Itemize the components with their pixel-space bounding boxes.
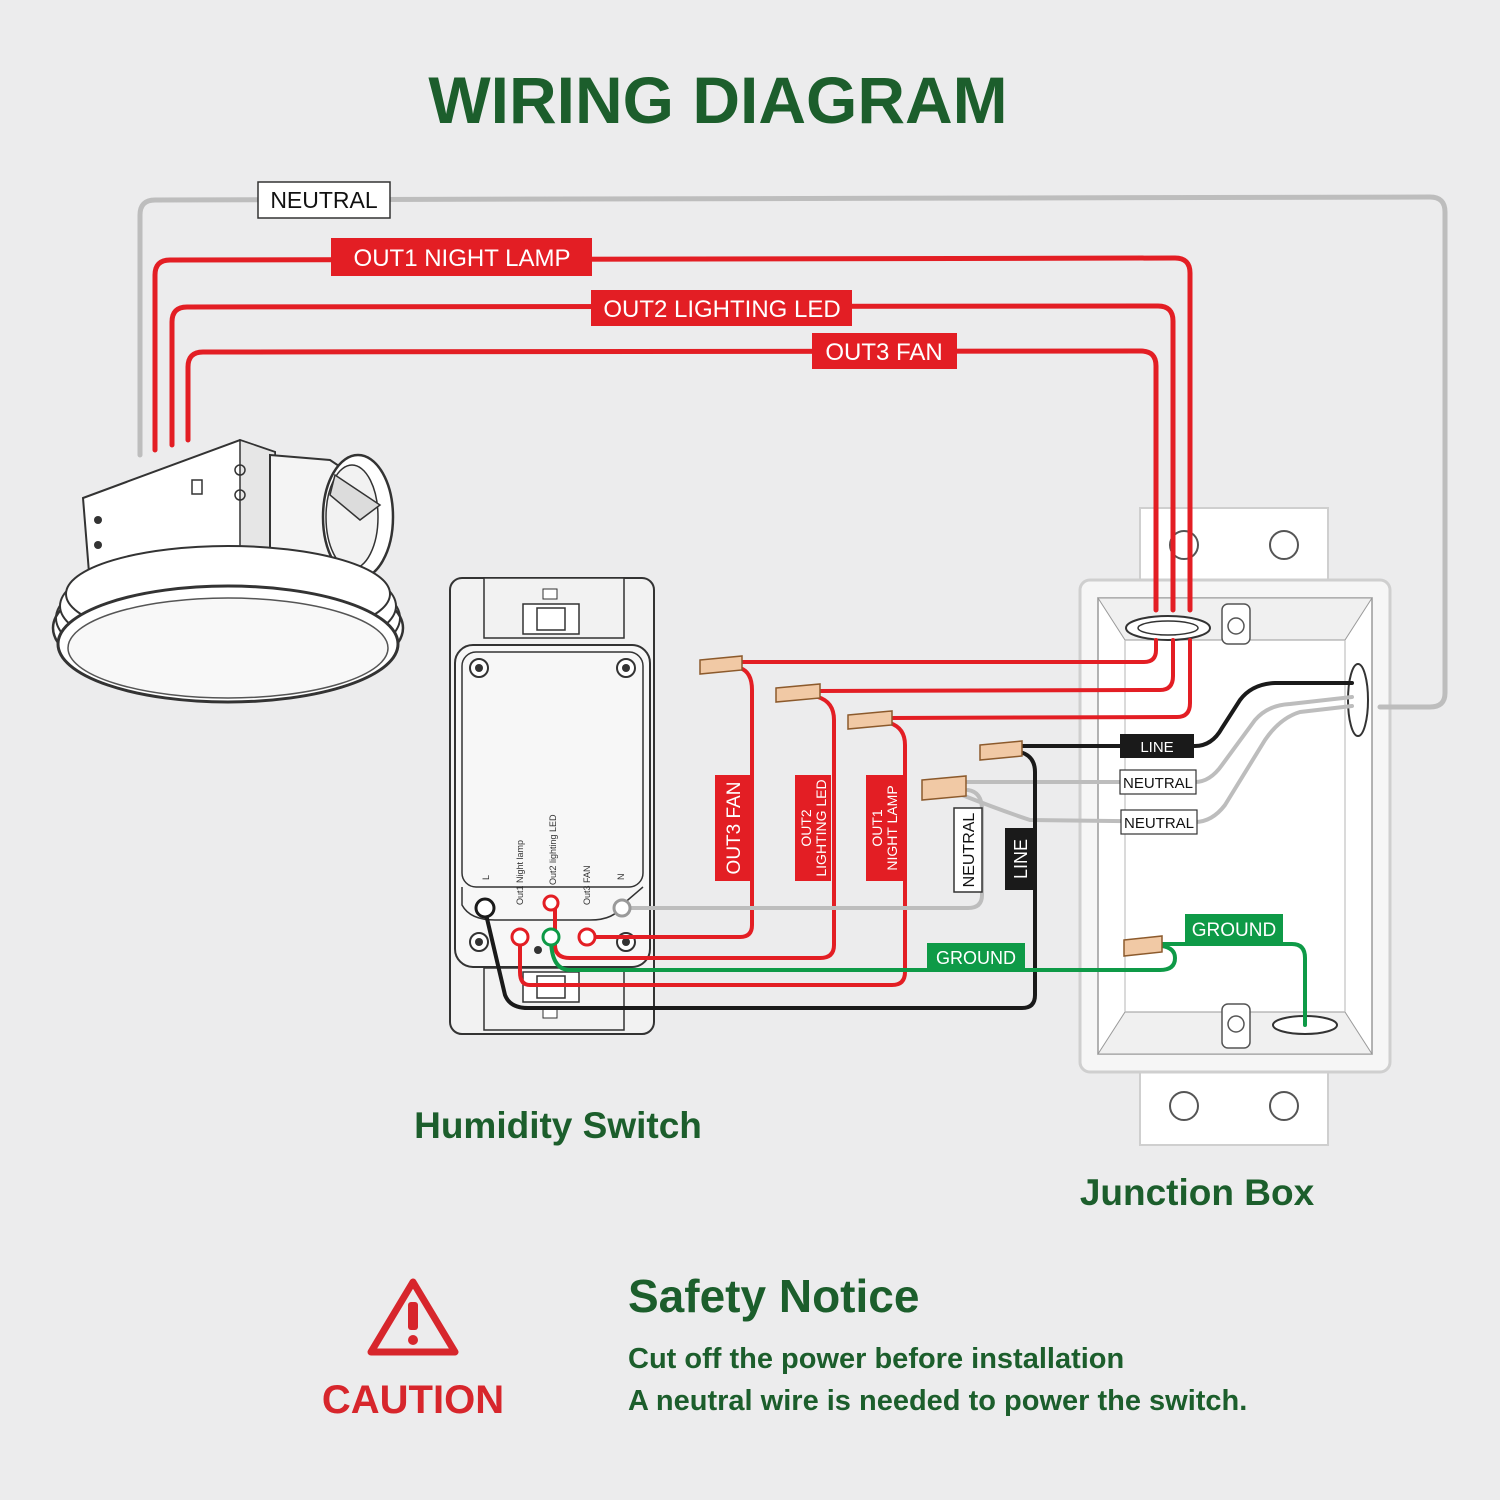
wires [137, 194, 1448, 1027]
out2-label-vertical: OUT2 LIGHTING LED [795, 775, 831, 881]
humidity-switch-device [449, 577, 655, 1035]
wire-nut-out3 [699, 655, 743, 675]
out3-label-top-text: OUT3 FAN [825, 339, 942, 366]
neutral-wire-box-2 [960, 704, 1354, 824]
line-label-vertical-text: LINE [1011, 839, 1031, 879]
terminal-l [474, 897, 496, 919]
wire-nut-ground [1123, 935, 1163, 957]
caution-warning-icon [367, 1278, 459, 1356]
out3-label-vertical: OUT3 FAN [715, 775, 751, 881]
terminal-caption-out3: Out3 FAN [582, 865, 592, 905]
line-label-box: LINE [1120, 734, 1194, 758]
neutral-wire-top [137, 194, 1448, 710]
wire-nuts [699, 655, 1163, 957]
neutral-label-vertical-text: NEUTRAL [961, 813, 978, 888]
neutral-label-box-2: NEUTRAL [1120, 809, 1198, 835]
neutral-label-top: NEUTRAL [257, 181, 391, 219]
humidity-switch-caption: Humidity Switch [414, 1105, 702, 1146]
neutral-label-vertical: NEUTRAL [953, 807, 983, 893]
out2-label-top: OUT2 LIGHTING LED [591, 290, 852, 326]
ground-label-box: GROUND [1185, 914, 1283, 944]
neutral-label-box-2-text: NEUTRAL [1124, 815, 1194, 832]
out1-label-vertical-line2: NIGHT LAMP [884, 785, 900, 870]
safety-notice-line-2: A neutral wire is needed to power the sw… [628, 1385, 1247, 1417]
out3-wire-box [738, 638, 1158, 664]
terminal-out3 [577, 927, 597, 947]
safety-notice-line-1: Cut off the power before installation [628, 1343, 1124, 1375]
terminal-captions: L Out1 Night lamp Out2 lighting LED Out3… [481, 814, 626, 905]
junction-box-caption: Junction Box [1080, 1172, 1315, 1213]
ground-wire-box [1158, 942, 1307, 1027]
out1-label-top-text: OUT1 NIGHT LAMP [354, 245, 571, 272]
neutral-wire-switch [620, 788, 984, 910]
ground-label-wire-text: GROUND [936, 948, 1016, 968]
terminal-ground [541, 927, 561, 947]
out3-label-vertical-text: OUT3 FAN [724, 782, 745, 875]
out1-wire-switch [518, 721, 907, 987]
out2-label-top-text: OUT2 LIGHTING LED [603, 296, 840, 323]
neutral-wire-box-1 [960, 695, 1354, 784]
ground-label-wire: GROUND [927, 943, 1025, 971]
neutral-label-box-1: NEUTRAL [1119, 769, 1197, 795]
line-label-box-text: LINE [1140, 739, 1173, 756]
wire-nut-neutral [921, 775, 967, 801]
out1-wire-top [152, 255, 1193, 613]
neutral-label-top-text: NEUTRAL [270, 187, 378, 213]
safety-notice-heading: Safety Notice [628, 1270, 919, 1322]
wire-nut-line [979, 740, 1023, 761]
neutral-label-box-1-text: NEUTRAL [1123, 775, 1193, 792]
out1-label-vertical: OUT1 NIGHT LAMP [866, 775, 904, 881]
terminal-out1 [510, 927, 530, 947]
terminal-caption-l: L [481, 875, 491, 880]
out1-label-top: OUT1 NIGHT LAMP [331, 238, 592, 276]
terminal-n [612, 898, 632, 918]
line-label-vertical: LINE [1005, 828, 1035, 890]
out3-wire-switch [588, 666, 754, 939]
terminal-caption-out2: Out2 lighting LED [548, 814, 558, 885]
terminal-out2 [542, 894, 560, 912]
ground-label-box-text: GROUND [1192, 920, 1276, 941]
out2-wire-switch [553, 695, 836, 960]
out2-label-vertical-line1: OUT2 [798, 809, 814, 847]
out3-wire-top [185, 348, 1159, 613]
wire-nut-out2 [775, 683, 821, 703]
wire-nut-out1 [847, 710, 893, 730]
terminal-caption-n: N [616, 874, 626, 881]
switch-terminals [474, 894, 632, 947]
out3-label-top: OUT3 FAN [812, 333, 957, 369]
ground-wire-switch [549, 936, 1177, 972]
line-wire-switch [483, 750, 1037, 1010]
out2-label-vertical-line2: LIGHTING LED [813, 779, 829, 876]
out1-label-vertical-line1: OUT1 [869, 809, 885, 847]
page-title: WIRING DIAGRAM [428, 63, 1007, 137]
line-wire-box [1018, 681, 1354, 748]
out1-wire-box [888, 638, 1192, 720]
caution-label: CAUTION [322, 1378, 504, 1422]
out2-wire-box [816, 638, 1175, 693]
terminal-caption-out1: Out1 Night lamp [515, 840, 525, 905]
exhaust-fan-illustration [51, 438, 405, 704]
